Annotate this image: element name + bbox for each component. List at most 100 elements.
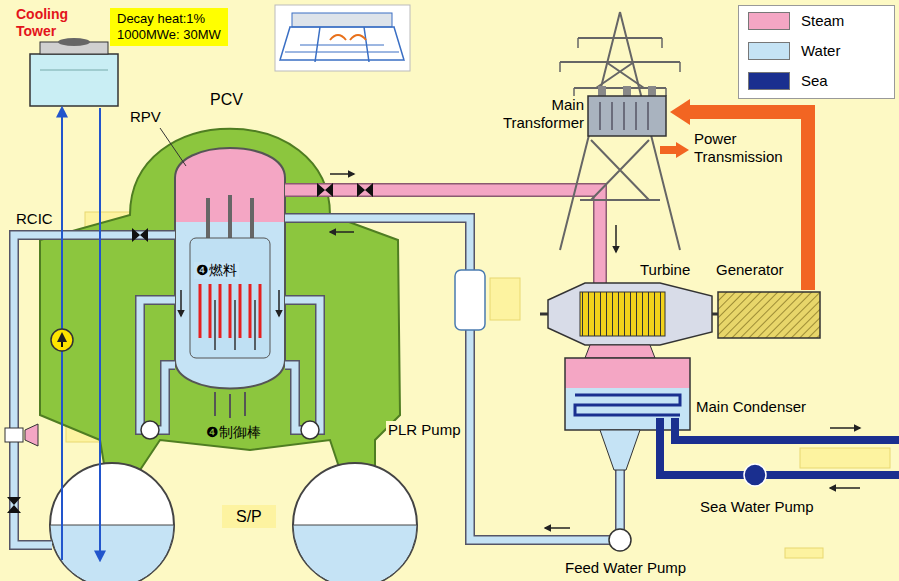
cooling-tower-icon (30, 38, 118, 106)
suppression-pool (293, 463, 417, 581)
cooling-tower: Cooling Tower (30, 42, 118, 106)
flow-arrow (830, 427, 860, 429)
reactor-vessel (250, 198, 254, 238)
pump (5, 428, 23, 442)
legend-row: Sea (739, 66, 894, 96)
node-label: RPV (130, 108, 161, 126)
cooling-loop-line (99, 108, 101, 560)
turbine (540, 283, 722, 345)
legend-box: SteamWaterSea (738, 5, 895, 99)
suppression-pool (50, 463, 174, 581)
water-pipe (285, 218, 610, 540)
node-label: Turbine (640, 261, 690, 279)
suppression-pool (293, 525, 417, 581)
generator (718, 292, 820, 338)
generator (718, 292, 820, 338)
flow-marker (51, 329, 73, 351)
blank-label-box (785, 548, 823, 558)
node-label: Main Condenser (694, 398, 808, 416)
reactor-vessel (206, 198, 210, 238)
cooling-tower-icon (40, 70, 108, 71)
reactor-vessel (219, 284, 222, 338)
legend-row: Steam (739, 6, 894, 36)
power-arrow (670, 99, 690, 125)
cooling-tower-icon (30, 54, 118, 106)
note-box: Decay heat:1%1000MWe: 30MW (110, 8, 228, 46)
node-label: 1000MWe: 30MW (117, 27, 221, 43)
node-label: Cooling Tower (16, 6, 78, 40)
turbine: Turbine (548, 283, 712, 345)
transformer (588, 86, 666, 136)
containment-vessel: PCV RPV (40, 88, 400, 470)
heat-exchanger-picture (275, 5, 410, 71)
blank-label-box (490, 278, 520, 320)
condenser (565, 358, 690, 388)
pump (141, 421, 159, 439)
part-label: ❹燃料 (194, 262, 239, 279)
part-label: ❹制御棒 (204, 424, 263, 441)
reactor-vessel (215, 300, 255, 350)
transformer (648, 86, 656, 96)
condenser (600, 430, 640, 470)
pcv-shape (40, 129, 400, 470)
reactor-vessel (208, 195, 252, 238)
legend-text: Steam (801, 12, 844, 30)
reactor-vessel (214, 392, 216, 416)
power-arrow (686, 112, 808, 290)
reactor-vessel (229, 394, 231, 418)
reactor-vessel (209, 284, 212, 338)
flow-arrow (278, 290, 280, 316)
flow-arrow (330, 173, 354, 175)
legend-row: Water (739, 36, 894, 66)
reactor-vessel (239, 284, 242, 338)
reactor-vessel (214, 300, 216, 350)
heat-exchanger-picture (285, 45, 399, 52)
generator: Generator (718, 292, 820, 338)
condenser: Main Condenser (565, 358, 690, 430)
steam-pipe (285, 190, 600, 283)
reactor-vessel (244, 392, 246, 416)
node-label: Main Transformer (492, 96, 584, 132)
node-label: Decay heat:1% (117, 11, 205, 27)
power-pylon (560, 38, 680, 96)
steam-pipe (285, 190, 600, 283)
flow-arrow (181, 174, 860, 528)
transformer (600, 102, 648, 130)
pump (301, 421, 319, 439)
transformer (588, 96, 666, 136)
cooling-loop-line (61, 108, 63, 560)
part-label: Feed Water Pump (565, 559, 686, 577)
condenser (585, 345, 655, 358)
water-pipe (285, 300, 320, 430)
reactor-vessel (190, 238, 270, 358)
heat-exchanger-picture (275, 5, 410, 71)
reactor-vessel (199, 284, 202, 338)
heater (455, 270, 485, 330)
pump (609, 529, 631, 551)
power-arrow (676, 142, 689, 158)
node-label: PCV (210, 90, 243, 109)
steam-pipe (285, 190, 600, 283)
part-label: RCIC (16, 210, 53, 228)
part-label: S/P (222, 505, 276, 528)
transformer (623, 86, 631, 96)
power-arrow (660, 146, 678, 154)
reactor-vessel (249, 284, 252, 338)
valve (7, 497, 21, 513)
reactor-vessel (175, 148, 285, 389)
flow-arrow (830, 487, 860, 489)
transformer (598, 86, 606, 96)
reactor-vessel (160, 128, 285, 418)
sea-water-pipe (660, 418, 899, 486)
sea-water-pipe (660, 418, 899, 475)
flow-arrow (545, 527, 570, 529)
water-pipe (617, 470, 624, 529)
suppression-pool (50, 463, 417, 581)
valve (357, 183, 373, 197)
water-pipe (140, 300, 175, 430)
flow-arrow (180, 290, 182, 316)
part-label: Power Transmission (692, 130, 796, 166)
reactor-vessel: RPV (128, 106, 290, 398)
reactor-vessel (229, 284, 232, 338)
